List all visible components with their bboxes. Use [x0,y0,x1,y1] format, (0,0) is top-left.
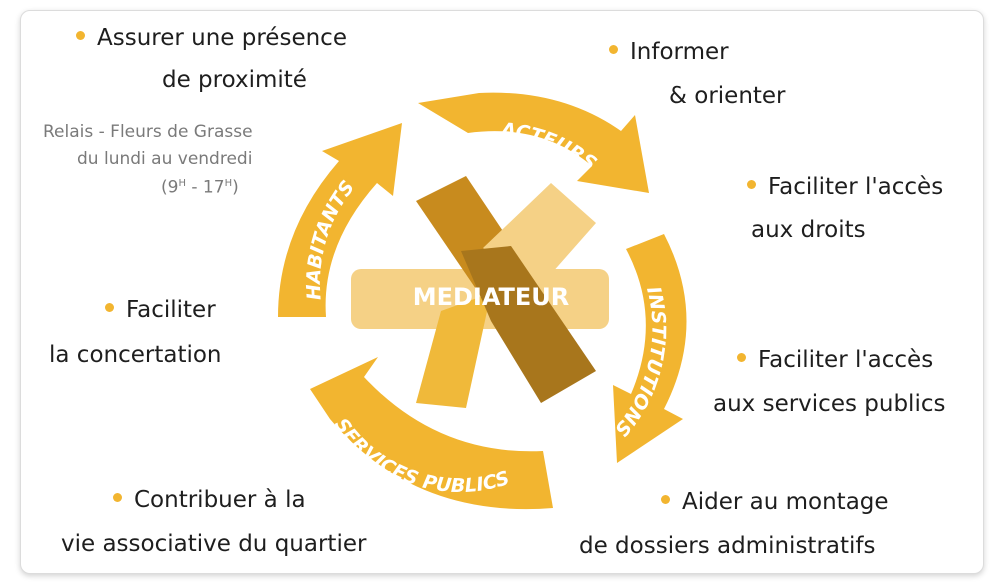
center-label: MEDIATEUR [413,283,570,311]
item-presence-text1: Assurer une présence [97,25,347,51]
item-dossiers-text1: Aider au montage [682,489,889,515]
bullet-dot [661,495,670,504]
hours-close: ) [232,178,239,198]
item-associative-text1: Contribuer à la [134,487,306,513]
bullet-dot [747,180,756,189]
bullet-dot [76,31,85,40]
item-associative-line2: vie associative du quartier [61,533,366,556]
hours-open: (9 [161,178,178,198]
bullet-dot [105,303,114,312]
arrow-label-habitants: HABITANTS [303,177,359,301]
item-droits-line1: Faciliter l'accès [747,176,943,199]
item-informer-line2: & orienter [669,85,786,108]
relais-days: du lundi au vendredi [77,151,252,168]
infographic-card: MEDIATEUR ACTEURS HABITANTS INSTITUTIONS… [20,10,984,574]
item-concertation-line2: la concertation [49,344,222,367]
item-informer-line1: Informer [609,41,729,64]
item-dossiers-line2: de dossiers administratifs [579,535,875,558]
item-informer-text1: Informer [630,39,729,65]
item-presence-line2: de proximité [162,69,307,92]
hours-open-sup: H [178,178,186,189]
item-associative-line1: Contribuer à la [113,489,306,512]
relais-hours: (9H - 17H) [161,179,239,197]
bullet-dot [737,353,746,362]
item-dossiers-line1: Aider au montage [661,491,889,514]
bullet-dot [113,493,122,502]
relais-location: Relais - Fleurs de Grasse [43,124,253,141]
item-services-line1: Faciliter l'accès [737,349,933,372]
item-concertation-line1: Faciliter [105,299,216,322]
item-droits-text1: Faciliter l'accès [768,174,943,200]
hours-close-sup: H [225,178,233,189]
item-services-line2: aux services publics [713,393,945,416]
item-droits-line2: aux droits [751,219,866,242]
item-presence-line1: Assurer une présence [76,27,347,50]
bullet-dot [609,45,618,54]
hours-sep: - 17 [186,178,225,198]
item-concertation-text1: Faciliter [126,297,216,323]
item-services-text1: Faciliter l'accès [758,347,933,373]
hands-illustration: MEDIATEUR [351,176,609,408]
